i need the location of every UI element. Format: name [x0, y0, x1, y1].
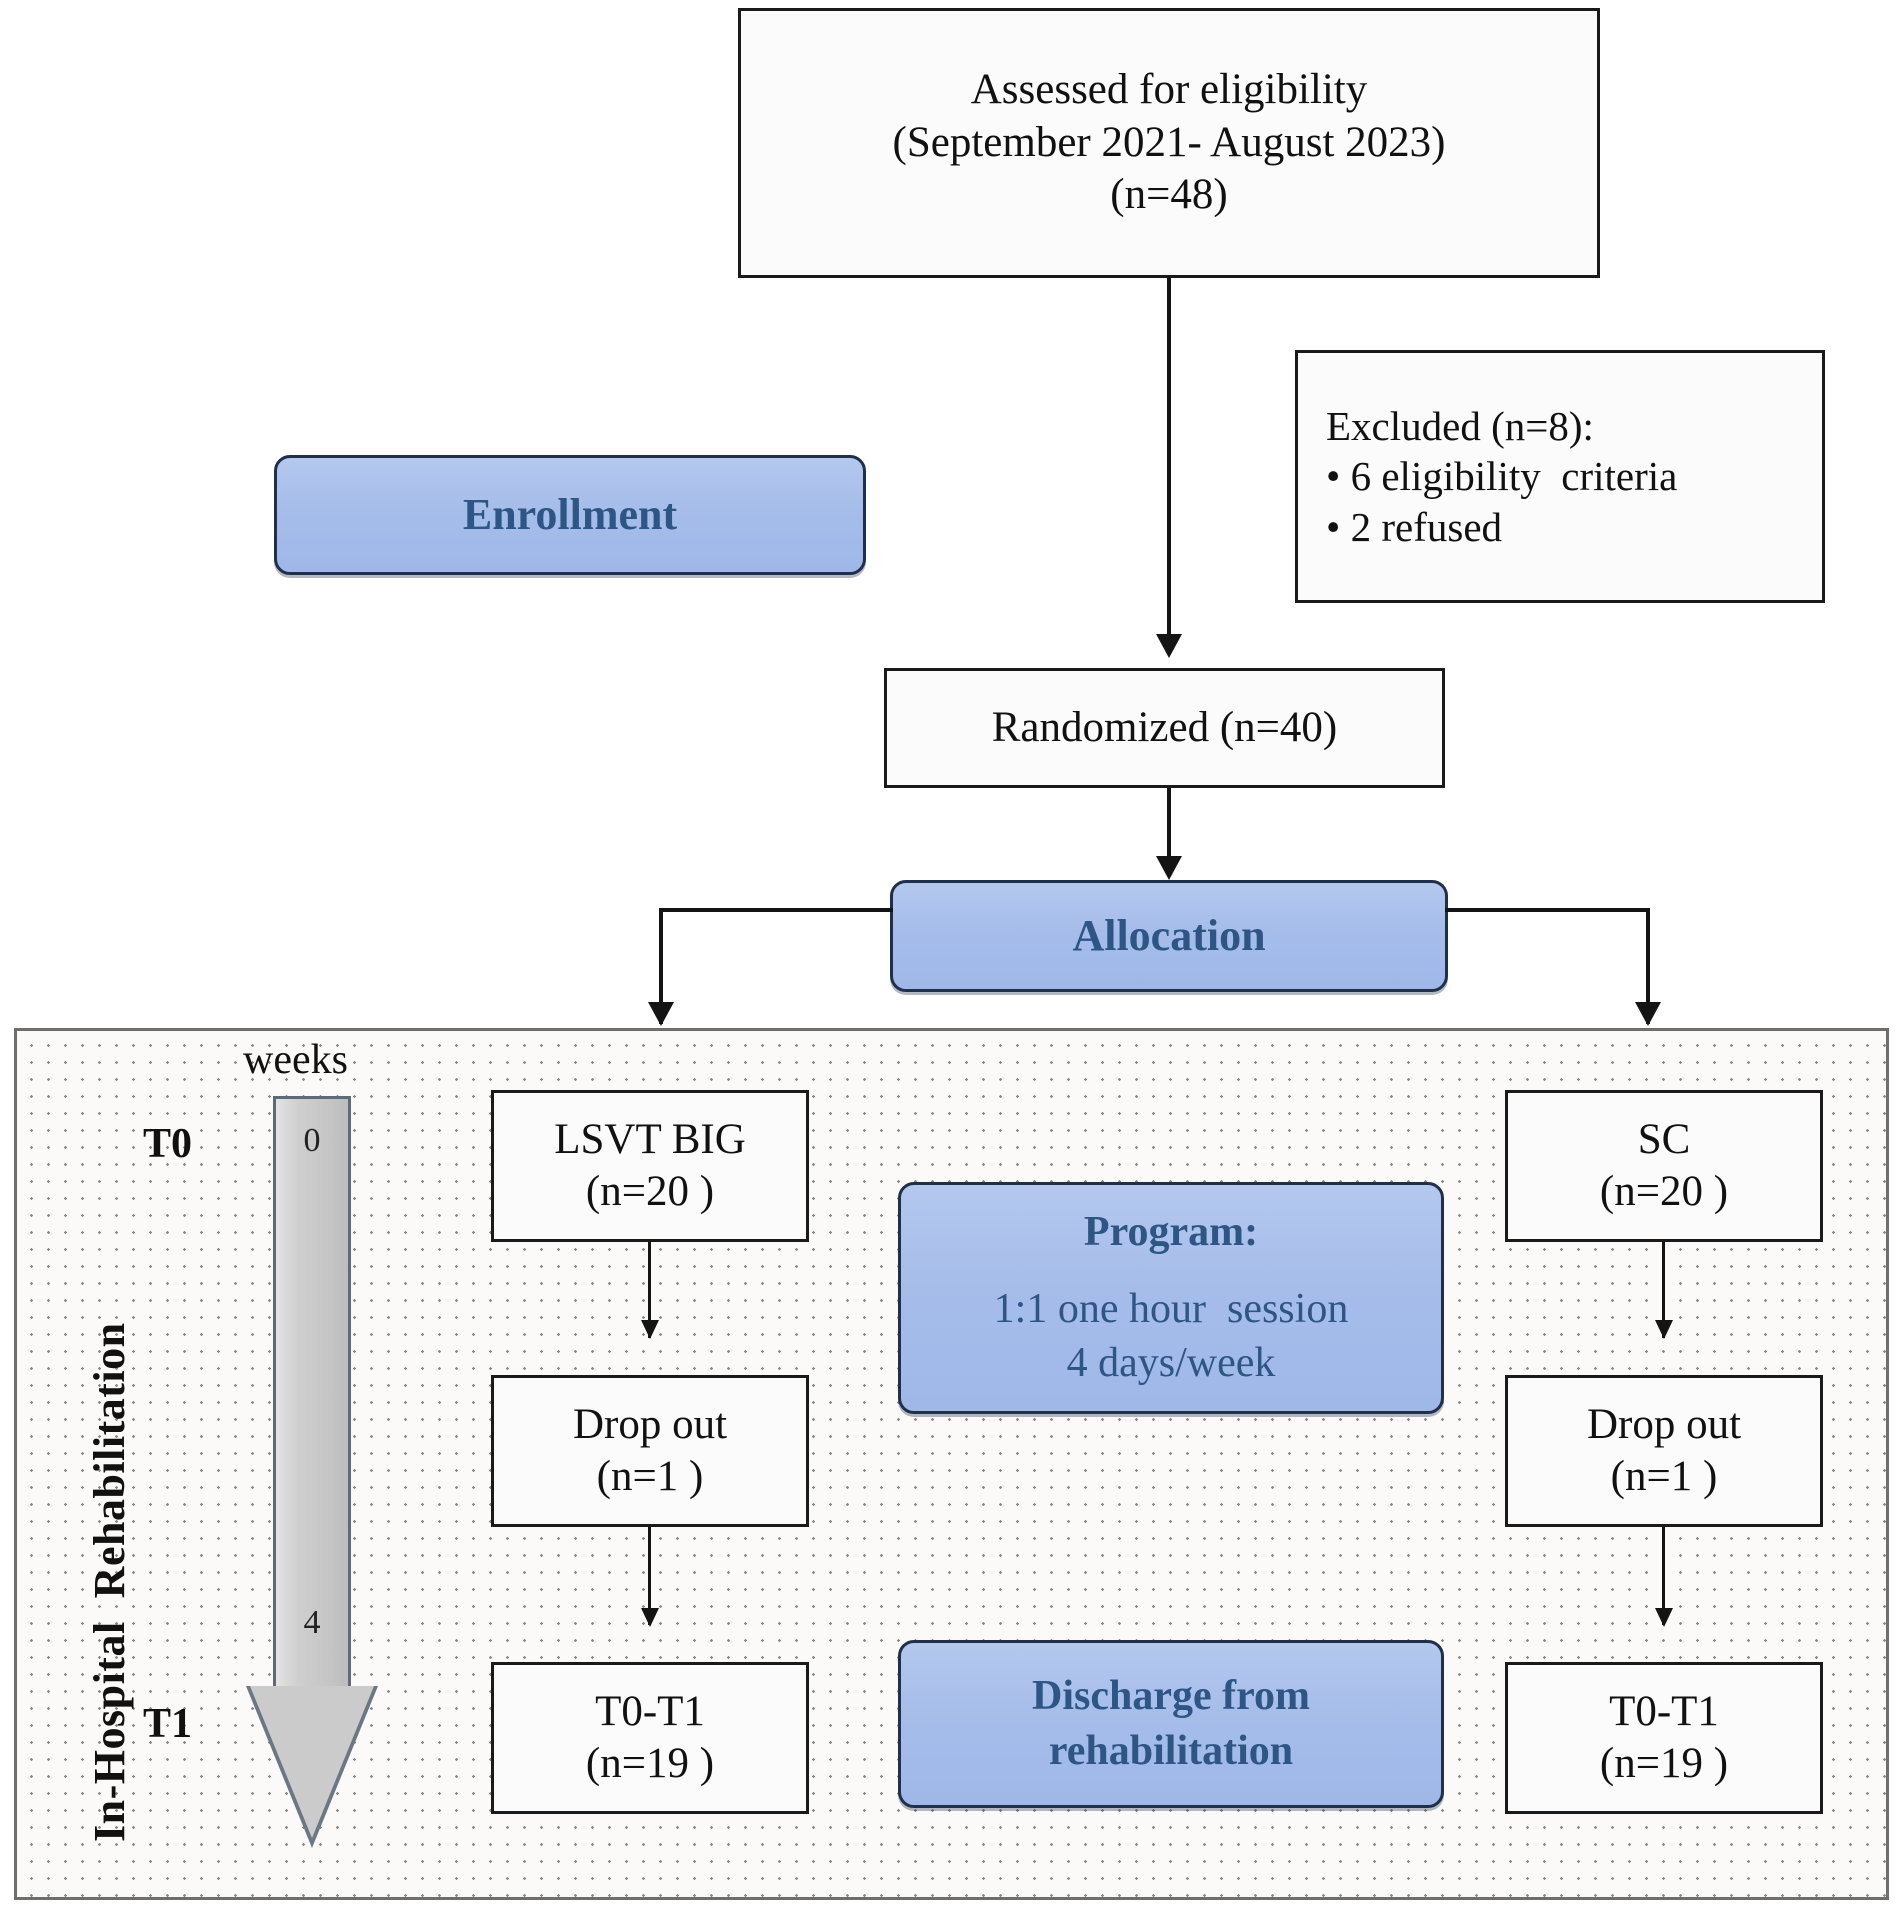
weeks-label: weeks: [243, 1037, 348, 1083]
arrowhead-randomized-to-allocation: [1156, 856, 1182, 880]
excluded-bullet-1: • 6 eligibility criteria: [1326, 453, 1678, 500]
t0t1-right-line-1: T0-T1: [1609, 1687, 1719, 1735]
weeks-tick-4: 4: [303, 1604, 321, 1641]
weeks-arrow-shaft: [273, 1096, 351, 1688]
connector-allocation-right-vertical: [1646, 908, 1650, 1024]
randomized-line-1: Randomized (n=40): [991, 703, 1338, 751]
connector-dropout-to-t0t1-left: [648, 1527, 651, 1625]
panel-vertical-title: In-Hospital Rehabilitation: [85, 1322, 134, 1842]
node-dropout-left: Drop out (n=1 ): [491, 1375, 809, 1527]
lsvt-big-line-1: LSVT BIG: [554, 1115, 746, 1163]
node-excluded: Excluded (n=8): • 6 eligibility criteria…: [1295, 350, 1825, 603]
program-heading: Program:: [1083, 1209, 1259, 1256]
t0t1-right-line-2: (n=19 ): [1599, 1740, 1729, 1787]
node-t0t1-right: T0-T1 (n=19 ): [1505, 1662, 1823, 1814]
arrowhead-assessed-to-randomized: [1156, 634, 1182, 658]
stage-enrollment: Enrollment: [274, 455, 866, 575]
connector-allocation-right-horizontal: [1445, 908, 1650, 912]
timepoint-label-t1: T1: [143, 1701, 193, 1747]
arrowhead-allocation-left: [648, 1002, 674, 1026]
node-sc: SC (n=20 ): [1505, 1090, 1823, 1242]
dropout-left-line-2: (n=1 ): [596, 1453, 704, 1500]
sc-line-2: (n=20 ): [1599, 1168, 1729, 1215]
excluded-bullet-2: • 2 refused: [1326, 503, 1503, 550]
discharge-line-2: rehabilitation: [1048, 1728, 1294, 1774]
node-t0t1-left: T0-T1 (n=19 ): [491, 1662, 809, 1814]
connector-randomized-to-allocation: [1167, 788, 1171, 874]
connector-assessed-to-randomized: [1167, 278, 1171, 652]
excluded-heading: Excluded (n=8):: [1326, 403, 1594, 450]
assessed-line-3: (n=48): [1110, 171, 1228, 219]
assessed-line-1: Assessed for eligibility: [970, 66, 1368, 114]
node-dropout-right: Drop out (n=1 ): [1505, 1375, 1823, 1527]
stage-program: Program: 1:1 one hour session 4 days/wee…: [898, 1182, 1444, 1414]
t0t1-left-line-2: (n=19 ): [585, 1740, 715, 1787]
weeks-arrow-head-fill: [250, 1686, 374, 1838]
connector-dropout-to-t0t1-right: [1662, 1527, 1665, 1625]
arrowhead-lsvt-to-dropout: [641, 1320, 659, 1339]
dropout-left-line-1: Drop out: [572, 1400, 728, 1448]
arrowhead-dropout-to-t0t1-left: [641, 1608, 659, 1627]
arrowhead-allocation-right: [1635, 1002, 1661, 1026]
timepoint-label-t0: T0: [143, 1121, 193, 1167]
connector-allocation-left-vertical: [659, 908, 663, 1024]
lsvt-big-line-2: (n=20 ): [585, 1168, 715, 1215]
connector-allocation-left-horizontal: [659, 908, 893, 912]
dropout-right-line-1: Drop out: [1586, 1400, 1742, 1448]
node-assessed-for-eligibility: Assessed for eligibility (September 2021…: [738, 8, 1600, 278]
allocation-label: Allocation: [1072, 911, 1266, 961]
assessed-line-2: (September 2021- August 2023): [892, 118, 1446, 166]
arrowhead-sc-to-dropout: [1655, 1320, 1673, 1339]
program-line-2: 4 days/week: [1066, 1340, 1276, 1387]
dropout-right-line-2: (n=1 ): [1610, 1453, 1718, 1500]
connector-lsvt-to-dropout: [648, 1242, 651, 1338]
program-line-1: 1:1 one hour session: [993, 1285, 1349, 1332]
discharge-line-1: Discharge from: [1032, 1673, 1310, 1720]
node-lsvt-big: LSVT BIG (n=20 ): [491, 1090, 809, 1242]
weeks-tick-0: 0: [303, 1122, 321, 1159]
t0t1-left-line-1: T0-T1: [595, 1687, 705, 1735]
arrowhead-dropout-to-t0t1-right: [1655, 1608, 1673, 1627]
node-randomized: Randomized (n=40): [884, 668, 1445, 788]
weeks-timeline-arrow: 0 4: [246, 1096, 378, 1848]
connector-sc-to-dropout: [1662, 1242, 1665, 1338]
sc-line-1: SC: [1637, 1115, 1691, 1163]
stage-discharge: Discharge from rehabilitation: [898, 1640, 1444, 1808]
enrollment-label: Enrollment: [462, 490, 678, 540]
stage-allocation: Allocation: [890, 880, 1448, 992]
